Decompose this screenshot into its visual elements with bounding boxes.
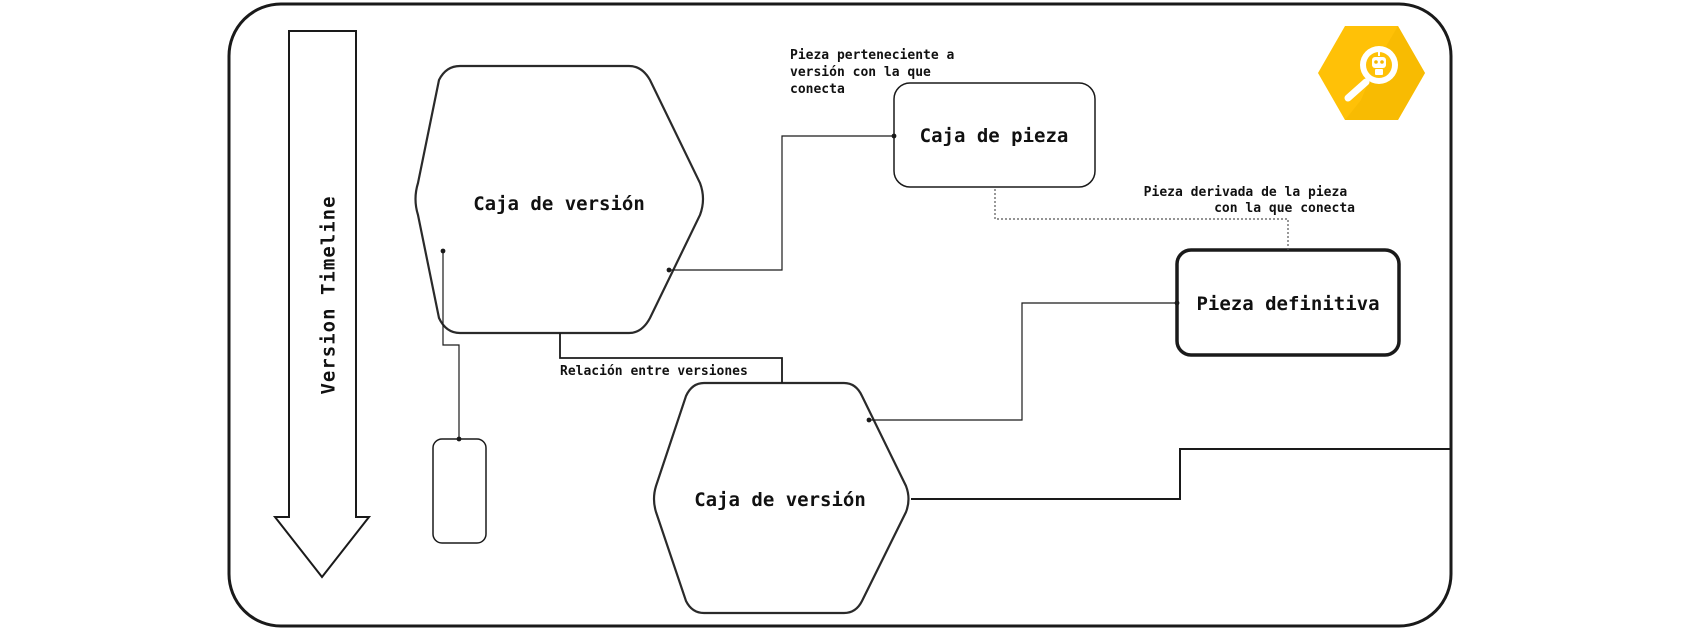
logo	[1318, 26, 1425, 120]
timeline-label: Version Timeline	[318, 195, 340, 394]
annotation-version-relation: Relación entre versiones	[560, 364, 748, 379]
connector-derived-piece	[994, 187, 1289, 250]
annotation-piece-derived: Pieza derivada de la pieza con la que co…	[1144, 185, 1355, 216]
final-piece-label: Pieza definitiva	[1196, 293, 1379, 315]
connector-version-to-piece	[666, 133, 897, 273]
version-box-bottom[interactable]	[652, 381, 910, 615]
version-box-top-label: Caja de versión	[473, 193, 645, 215]
version-box-bottom-label: Caja de versión	[694, 489, 866, 511]
piece-box-label: Caja de pieza	[920, 125, 1069, 147]
annotation-piece-belongs: Pieza perteneciente a versión con la que…	[790, 48, 962, 97]
connector-version-outgoing	[911, 448, 1451, 500]
timeline-arrow	[272, 30, 372, 579]
connector-version-to-small-box	[440, 248, 462, 442]
connector-version-to-final-piece	[866, 300, 1180, 423]
connector-version-relation	[559, 333, 783, 383]
version-box-top[interactable]	[414, 64, 705, 335]
magnifier-robot-icon	[1344, 46, 1398, 102]
small-placeholder-box[interactable]	[432, 438, 487, 544]
